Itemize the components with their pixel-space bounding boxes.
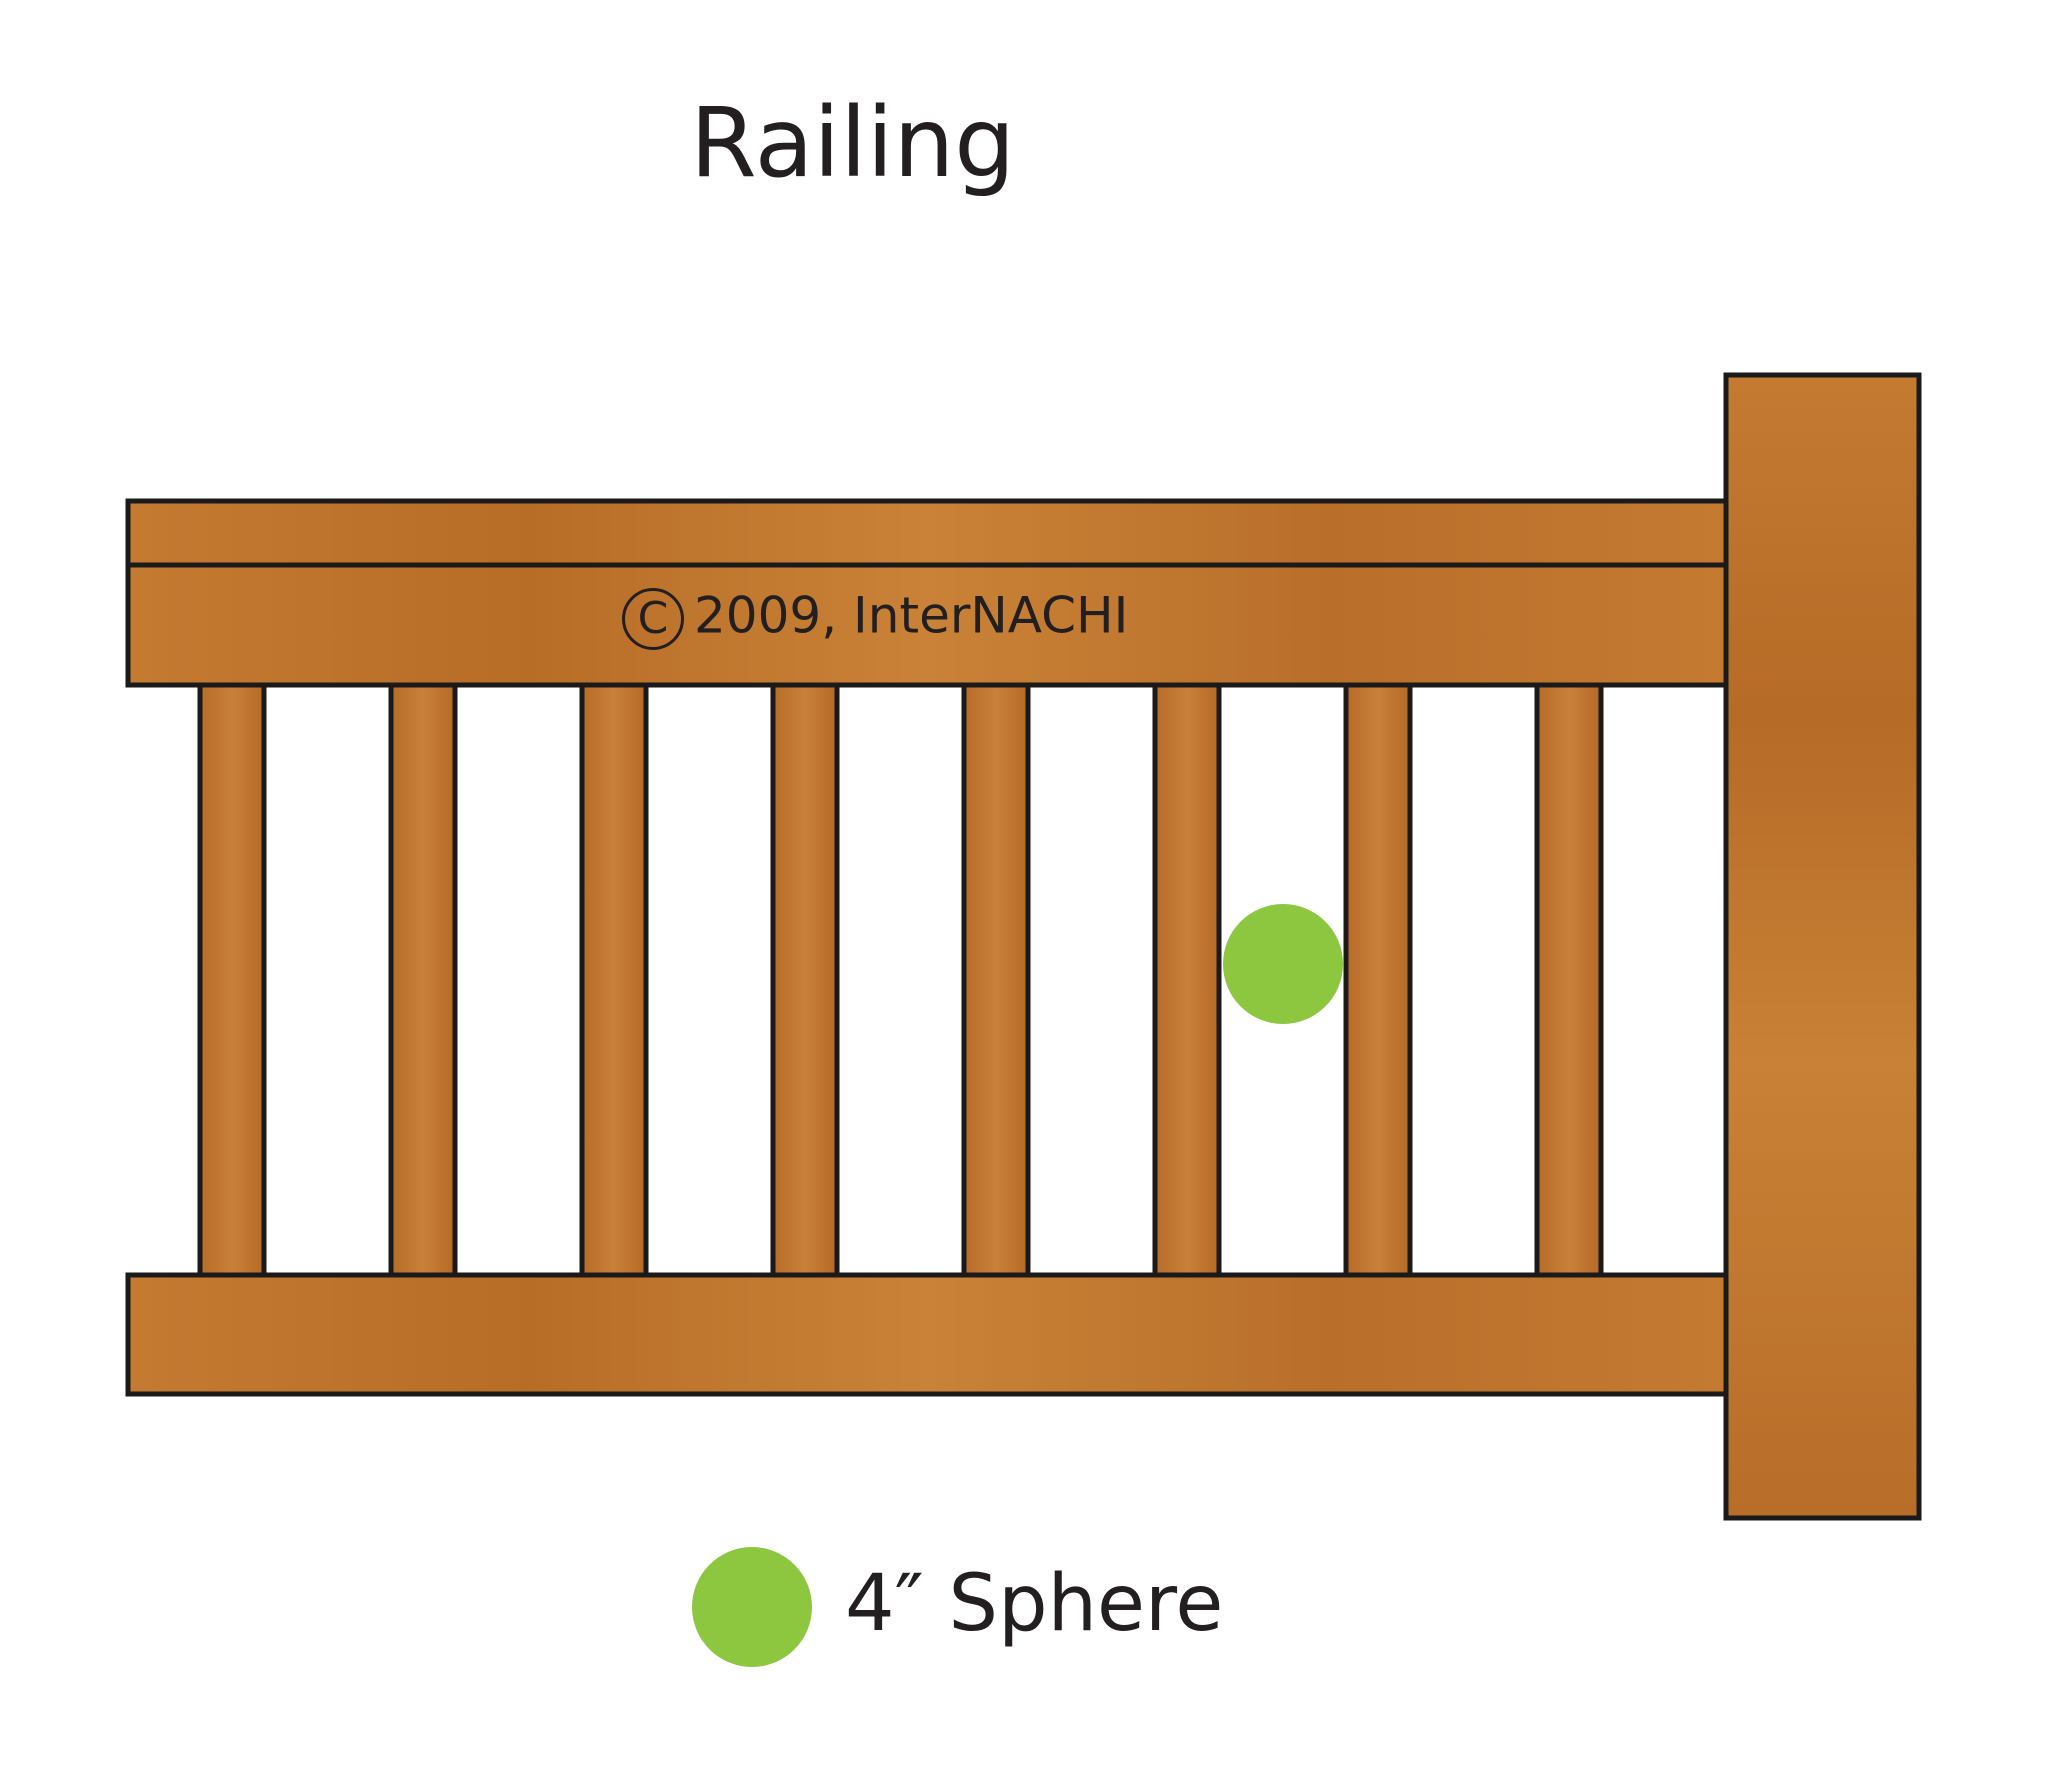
sphere-icon — [692, 1547, 812, 1667]
top-rail — [125, 562, 1729, 688]
sphere-test — [1223, 904, 1343, 1024]
baluster — [1534, 677, 1604, 1279]
baluster — [197, 677, 267, 1279]
baluster — [388, 677, 458, 1279]
baluster — [961, 677, 1031, 1279]
diagram-title: Railing — [690, 87, 1016, 199]
copyright-symbol: C — [622, 588, 684, 650]
baluster — [770, 677, 840, 1279]
copyright-text: 2009, InterNACHI — [694, 586, 1129, 645]
baluster — [1343, 677, 1413, 1279]
legend-label: 4″ Sphere — [845, 1559, 1224, 1649]
baluster — [579, 677, 649, 1279]
post — [1723, 372, 1922, 1521]
baluster — [1152, 677, 1222, 1279]
bottom-rail — [125, 1272, 1729, 1397]
balusters — [197, 677, 1604, 1279]
top-cap-rail — [125, 498, 1729, 568]
